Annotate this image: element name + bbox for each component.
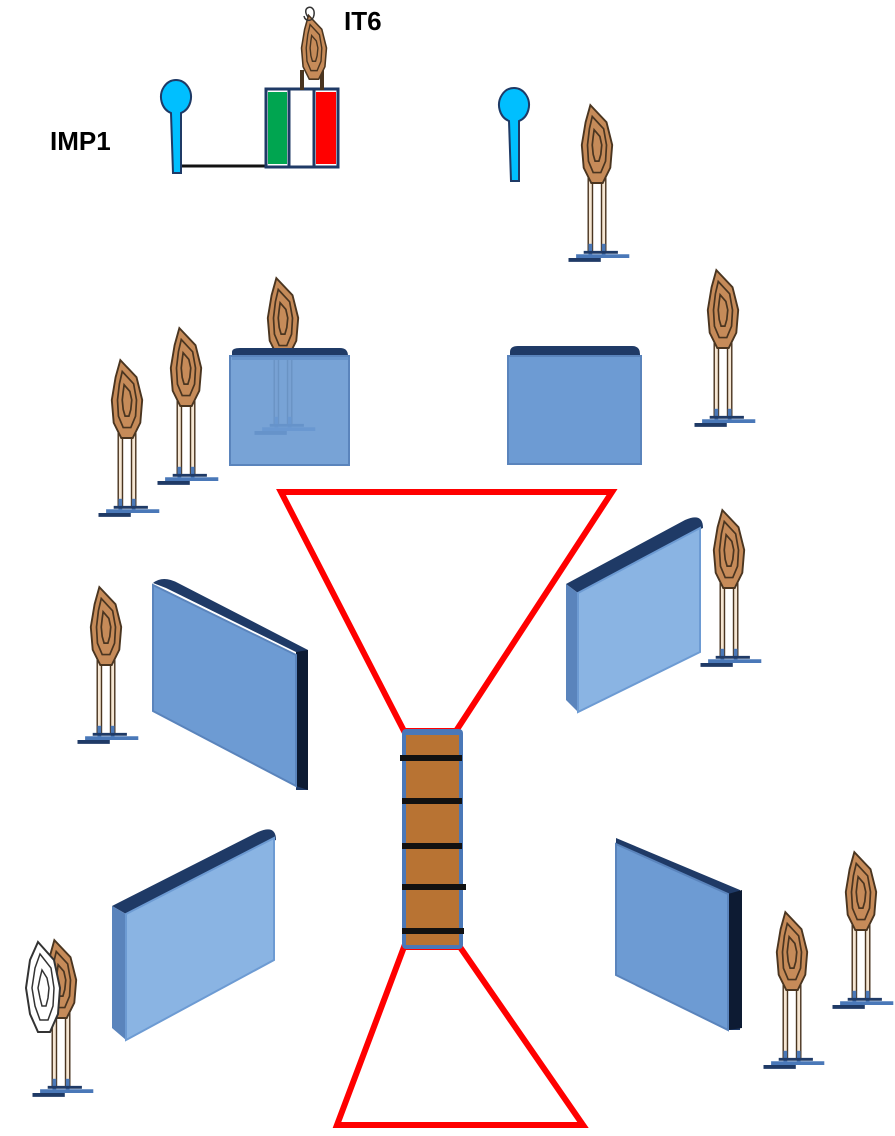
target-row3-right [701,510,762,665]
target-row3-left [78,587,139,742]
popper-right [498,86,530,182]
target-bottom-right-front [764,912,825,1067]
activator-swing-icon [303,6,315,22]
steel-target-icon [78,587,139,742]
steel-target-icon [701,510,762,665]
popper-imp1 [160,78,192,174]
target-row2-left-front [99,360,160,515]
target-top-right [569,105,630,260]
target-row2-left-back [158,328,219,483]
steel-target-icon [300,14,328,80]
wall-lower-right [615,838,742,1032]
wall-upper-right [507,346,642,465]
steel-target-icon [158,328,219,483]
wall-mid-left [152,579,308,790]
no-shoot-target-icon [24,940,62,1033]
wall-upper-left [229,348,350,466]
target-it6 [300,6,328,80]
popper-icon [498,86,530,182]
imp1-label: IMP1 [50,126,111,156]
steel-target-icon [569,105,630,260]
activator-flag-box [264,70,340,169]
steel-target-icon [695,270,756,425]
port-ladder [400,729,466,949]
steel-target-icon [99,360,160,515]
target-bottom-right-back [833,852,894,1007]
target-row2-right [695,270,756,425]
wall-lower-left [112,829,276,1042]
popper-icon [160,78,192,174]
it6-label: IT6 [344,6,382,36]
steel-target-icon [833,852,894,1007]
wall-mid-right [566,517,703,714]
no-shoot-target [24,940,62,1033]
steel-target-icon [764,912,825,1067]
